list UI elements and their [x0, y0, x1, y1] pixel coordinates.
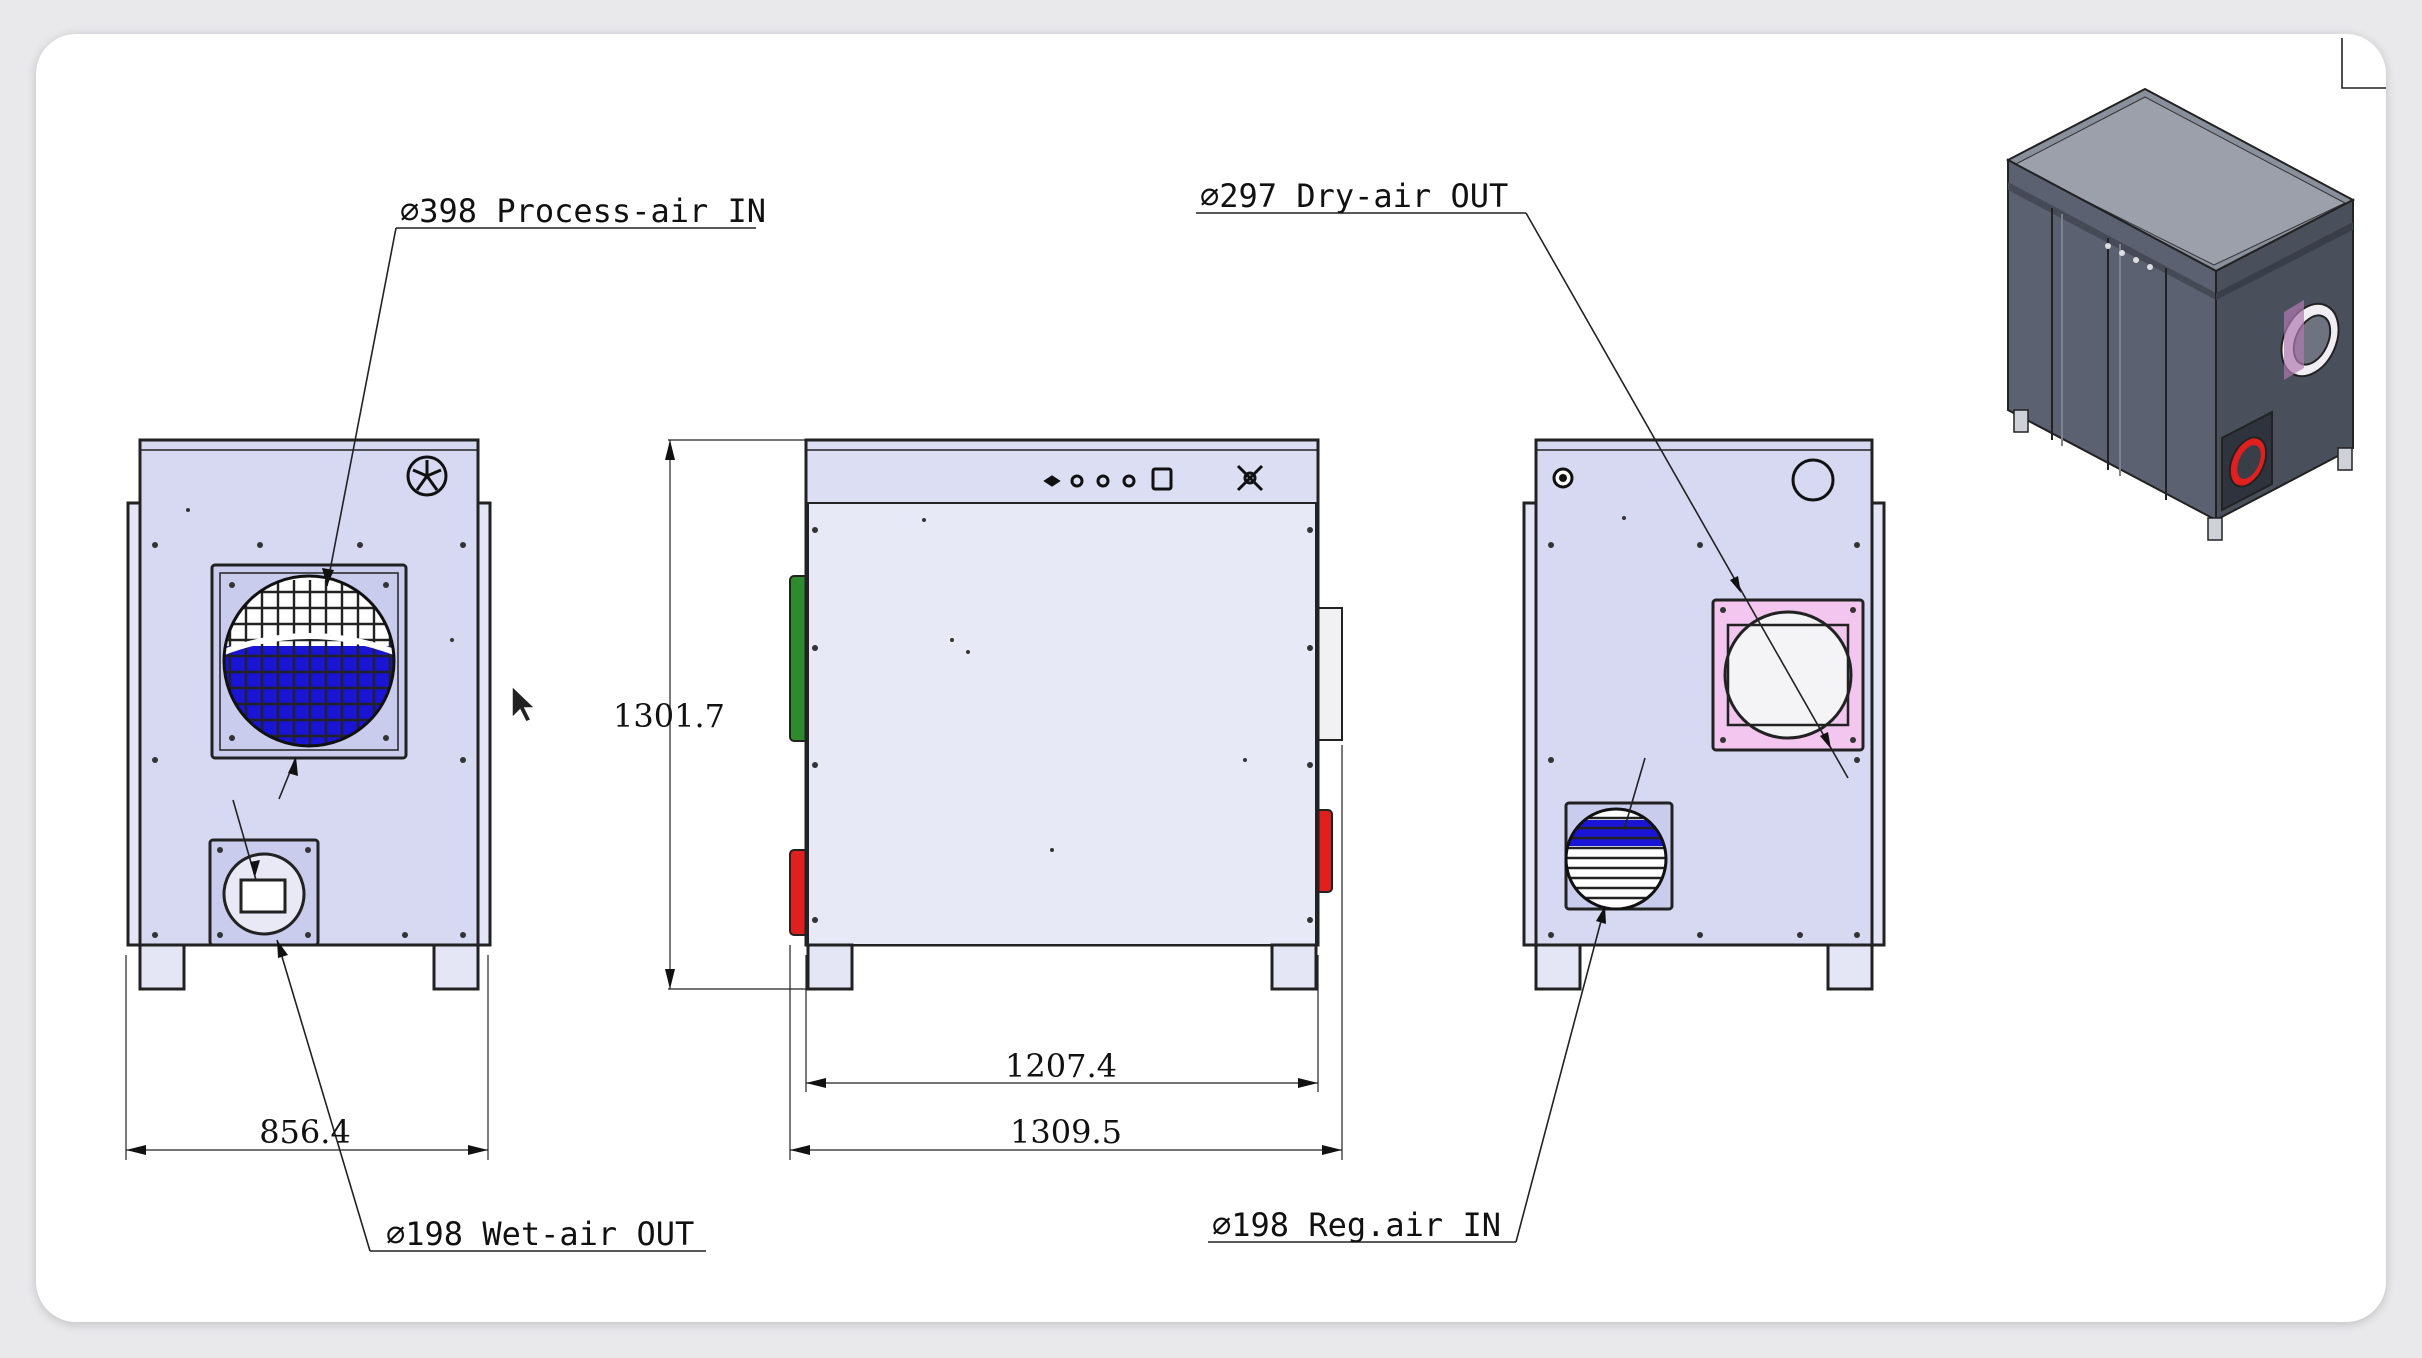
dimension-height: 1301.7: [613, 697, 725, 735]
dimension-front-width: 856.4: [259, 1113, 351, 1151]
reg-air-grille: [1566, 809, 1666, 909]
fan-icon: [406, 455, 448, 497]
control-panel-icons: [1043, 464, 1264, 492]
side-view: [789, 438, 1343, 991]
front-view: [126, 438, 492, 991]
label-process-air-in: ∅398 Process-air IN: [400, 192, 766, 230]
leader-lines: [232, 212, 1849, 1252]
dimension-side-width-inner: 1207.4: [1005, 1047, 1117, 1085]
drawing-sheet: ∅398 Process-air IN ∅297 Dry-air OUT ∅19…: [36, 34, 2386, 1322]
isometric-view: [2005, 87, 2356, 541]
technical-drawing: ∅398 Process-air IN ∅297 Dry-air OUT ∅19…: [125, 38, 2386, 1253]
dimension-lines: [125, 439, 1343, 1160]
fan-symbol-icon: [1236, 464, 1264, 492]
label-wet-air-out: ∅198 Wet-air OUT: [386, 1215, 694, 1253]
dimension-side-width-outer: 1309.5: [1010, 1113, 1122, 1151]
label-dry-air-out: ∅297 Dry-air OUT: [1200, 177, 1508, 215]
mouse-cursor-icon: [511, 684, 537, 723]
corner-frame-mark: [2341, 38, 2386, 89]
label-reg-air-in: ∅198 Reg.air IN: [1212, 1206, 1501, 1244]
rear-view: [1522, 438, 1886, 991]
